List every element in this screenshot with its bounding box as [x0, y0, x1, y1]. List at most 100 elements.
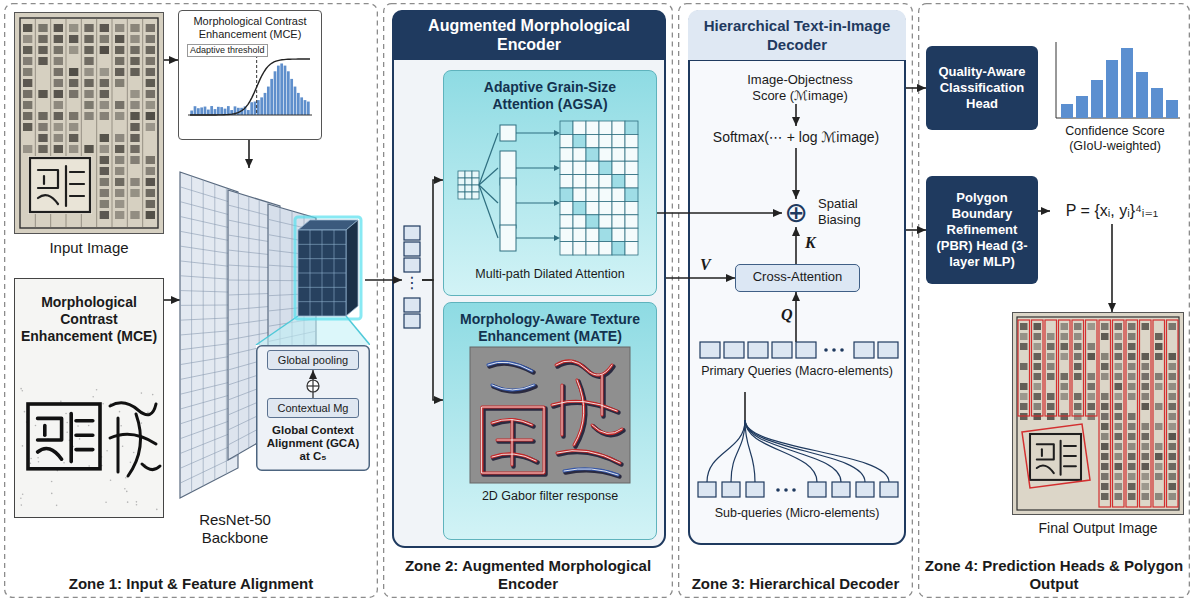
connector-arrow	[795, 148, 797, 199]
illustration-part	[180, 368, 238, 380]
illustration-part	[562, 385, 563, 435]
illustration-part	[105, 501, 107, 503]
illustration-part	[1088, 353, 1096, 360]
seal-stamp	[28, 404, 100, 469]
illustration-part	[854, 342, 874, 358]
illustration-part	[573, 215, 586, 228]
module-title: Adaptive Grain-Size Attention (AGSA)	[452, 79, 648, 113]
illustration-part	[250, 102, 253, 115]
head-title: Quality-Aware Classification Head	[931, 64, 1033, 112]
illustration-part	[1128, 353, 1136, 360]
illustration-part	[69, 35, 78, 43]
illustration-part	[1128, 463, 1136, 470]
chart-caption: Confidence Score (GIoU-weighted)	[1046, 40, 1184, 154]
illustration-part	[1032, 320, 1044, 416]
illustration-part	[1169, 323, 1177, 330]
illustration-part	[295, 217, 361, 319]
illustration-part	[130, 178, 139, 186]
illustration-part	[560, 161, 573, 174]
illustration-part	[69, 439, 71, 441]
illustration-part	[228, 293, 280, 295]
illustration-part	[599, 121, 612, 134]
illustration-part	[310, 230, 311, 316]
illustration-part	[560, 188, 573, 201]
illustration-part	[1020, 393, 1028, 400]
illustration-part	[1115, 353, 1123, 360]
illustration-part	[1115, 373, 1123, 380]
illustration-part	[404, 258, 420, 272]
chart-note: Adaptive threshold	[187, 44, 268, 57]
illustration-part	[180, 443, 238, 468]
illustration-part	[54, 101, 63, 109]
illustration-part	[38, 46, 47, 54]
illustration-part	[1155, 353, 1163, 360]
illustration-part	[1155, 333, 1163, 340]
illustration-part	[625, 121, 638, 134]
illustration-part	[76, 421, 93, 450]
illustration-part	[497, 439, 532, 442]
illustration-part	[130, 68, 139, 76]
illustration-part	[1169, 393, 1177, 400]
illustration-part	[100, 167, 109, 175]
illustration-part	[180, 393, 238, 409]
illustration-part	[257, 100, 260, 115]
illustration-part	[180, 418, 238, 439]
illustration-part	[560, 148, 573, 161]
illustration-part	[156, 509, 158, 511]
illustration-part	[298, 273, 346, 274]
illustration-part	[465, 178, 472, 185]
illustration-part	[586, 215, 599, 228]
illustration-part	[268, 204, 316, 418]
box-text: Global pooling	[268, 351, 358, 369]
illustration-part	[210, 106, 213, 115]
illustration-part	[180, 172, 238, 498]
illustration-part	[1142, 493, 1150, 500]
illustration-part	[180, 246, 238, 255]
illustration-part	[625, 175, 638, 188]
illustration-part	[1115, 323, 1123, 330]
illustration-part	[228, 330, 280, 340]
illustration-part	[404, 314, 420, 328]
illustration-part	[130, 46, 139, 54]
illustration-part	[268, 219, 316, 230]
illustration-part	[1072, 320, 1084, 416]
illustration-part	[115, 79, 124, 87]
illustration-part	[180, 172, 370, 498]
illustration-part	[57, 470, 59, 472]
illustration-part	[69, 79, 78, 87]
illustration-part	[84, 79, 93, 87]
illustration-part	[84, 46, 93, 54]
illustration-part	[574, 380, 584, 445]
zone-panel: Zone 2: Augmented Morphological EncoderA…	[383, 3, 673, 598]
illustration-part	[142, 18, 143, 228]
illustration-part	[1076, 96, 1088, 118]
illustration-part	[561, 385, 564, 435]
illustration-part	[38, 145, 47, 153]
illustration-part	[96, 389, 98, 391]
illustration-part	[1106, 60, 1118, 118]
illustration-part	[808, 482, 826, 497]
illustration-part	[832, 482, 850, 497]
illustration-part	[1074, 323, 1082, 330]
illustration-part	[1115, 493, 1123, 500]
illustration-part	[612, 242, 625, 255]
illustration-part	[1115, 383, 1123, 390]
illustration-part	[458, 192, 465, 199]
illustration-part	[1061, 393, 1069, 400]
illustration-part	[35, 18, 36, 228]
illustration-part	[66, 18, 67, 228]
illustration-part	[180, 380, 238, 394]
illustration-part	[207, 110, 210, 115]
illustration-part	[50, 18, 51, 228]
illustration-part	[70, 419, 72, 421]
illustration-part	[404, 242, 420, 256]
edge-label: V	[698, 256, 713, 274]
illustration-part	[560, 228, 573, 241]
illustration-part	[100, 200, 109, 208]
illustration-part	[180, 202, 238, 217]
chart-area	[452, 345, 648, 485]
illustration-part	[560, 134, 573, 147]
illustration-part	[124, 488, 126, 490]
illustration-part	[100, 24, 109, 32]
illustration-part	[38, 24, 47, 32]
